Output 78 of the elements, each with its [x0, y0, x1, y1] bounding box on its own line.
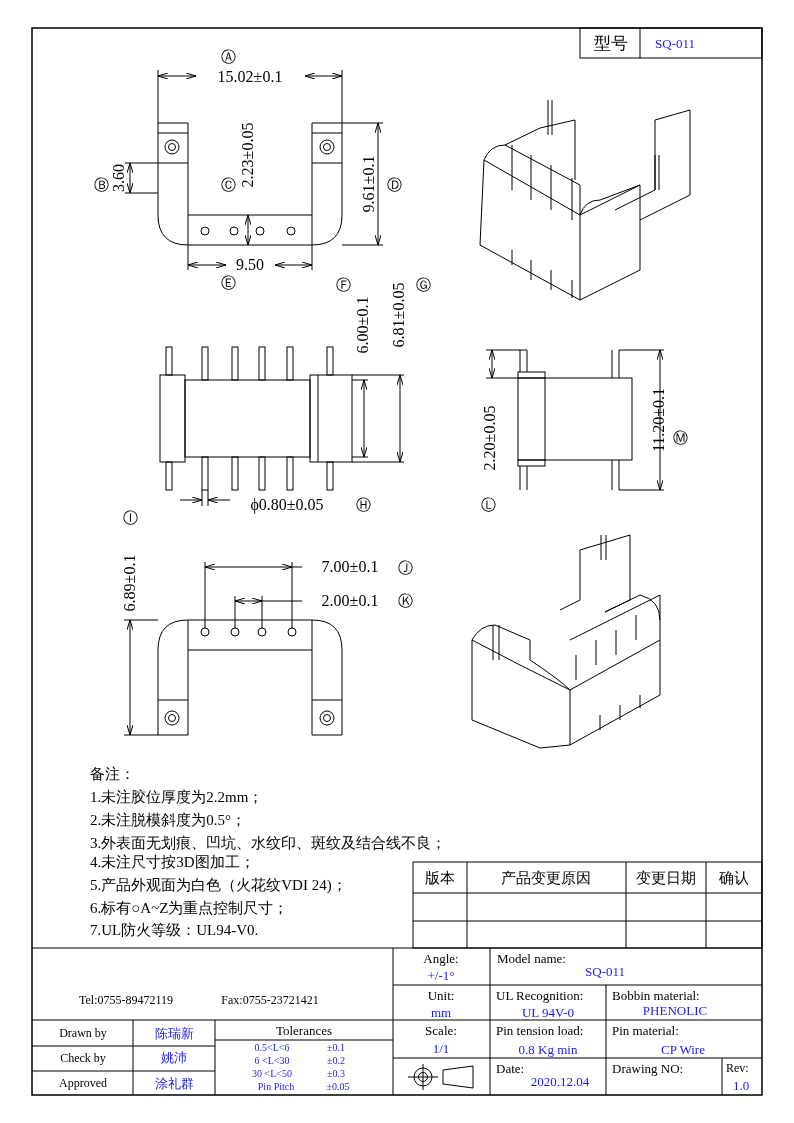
note-heading: 备注：	[90, 766, 135, 782]
dimension-value: ϕ0.80±0.05	[250, 497, 324, 513]
tolerance-range: 6 <L<30	[254, 1056, 290, 1066]
callout-letter: Ⓖ	[415, 277, 431, 293]
dimension-value: 11.20±0.1	[651, 387, 667, 453]
note-text: 5.产品外观面为白色（火花纹VDI 24)；	[90, 877, 347, 893]
dimension-value: 9.61±0.1	[361, 155, 377, 213]
field-label: Angle:	[423, 951, 459, 965]
note-text: 2.未注脱模斜度为0.5°；	[90, 812, 246, 828]
field-value: 2020.12.04	[530, 1074, 590, 1088]
dimension-value: 6.81±0.05	[391, 282, 407, 348]
note-text: 1.未注胶位厚度为2.2mm；	[90, 789, 264, 805]
callout-letter: Ⓜ	[672, 430, 688, 446]
tolerance-range: 0.5<L<6	[254, 1043, 290, 1053]
field-label: Date:	[496, 1061, 525, 1075]
field-label: Model name:	[497, 951, 566, 965]
dimension-value: 6.89±0.1	[122, 554, 138, 612]
tolerance-range: 30 <L<50	[252, 1069, 292, 1079]
note-text: 4.未注尺寸按3D图加工；	[90, 854, 255, 870]
dimension-value: 2.20±0.05	[482, 405, 498, 471]
callout-letter: Ⓒ	[220, 177, 236, 193]
callout-letter: Ⓑ	[93, 177, 109, 193]
field-value: 0.8 Kg min	[518, 1042, 578, 1056]
field-label: Check by	[60, 1052, 106, 1064]
field-label: Drawn by	[59, 1027, 107, 1039]
field-label: Pin material:	[612, 1023, 679, 1037]
callout-letter: Ⓐ	[220, 49, 236, 65]
dimension-value: 15.02±0.1	[217, 69, 283, 85]
field-value: 1/1	[432, 1041, 450, 1055]
dimension-value: 9.50	[236, 257, 264, 273]
field-value: mm	[430, 1005, 452, 1019]
callout-letter: Ⓚ	[397, 593, 413, 609]
field-label: Scale:	[425, 1023, 457, 1037]
field-value: 1.0	[732, 1078, 750, 1092]
callout-letter: Ⓗ	[355, 497, 371, 513]
contact-text: Fax:0755-23721421	[221, 994, 319, 1006]
dimension-value: 2.23±0.05	[240, 122, 256, 188]
column-header: 变更日期	[636, 870, 696, 886]
callout-letter: Ⓔ	[220, 275, 236, 291]
column-header: 产品变更原因	[501, 870, 591, 886]
field-value: UL 94V-0	[521, 1005, 575, 1019]
tolerance-value: ±0.3	[327, 1069, 345, 1079]
field-value: CP Wire	[661, 1042, 705, 1056]
callout-letter: Ⓙ	[397, 560, 413, 576]
field-label: 型号	[594, 34, 628, 52]
field-label: Bobbin material:	[612, 988, 700, 1002]
field-label: Pin tension load:	[496, 1023, 584, 1037]
column-header: 确认	[719, 870, 749, 886]
signature-name: 涂礼群	[154, 1076, 194, 1090]
field-label: Drawing NO:	[612, 1061, 684, 1075]
callout-letter: Ⓓ	[386, 177, 402, 193]
tolerance-value: ±0.1	[327, 1043, 345, 1053]
dimension-value: 7.00±0.1	[321, 559, 379, 575]
tolerance-range: Pin Pitch	[257, 1082, 295, 1092]
dimension-value: 3.60	[111, 164, 127, 192]
field-label: Approved	[59, 1077, 107, 1089]
callout-letter: Ⓘ	[122, 510, 138, 526]
field-value: +/-1°	[427, 968, 455, 982]
column-header: 版本	[425, 870, 455, 886]
dimension-value: 2.00±0.1	[321, 593, 379, 609]
callout-letter: Ⓛ	[480, 497, 496, 513]
table-header: Tolerances	[275, 1023, 333, 1037]
tolerance-value: ±0.05	[326, 1082, 350, 1092]
model-number: SQ-011	[585, 964, 625, 978]
callout-letter: Ⓕ	[335, 277, 351, 293]
note-text: 7.UL防火等级：UL94-V0.	[90, 922, 259, 938]
signature-name: 陈瑞新	[154, 1026, 194, 1040]
field-label: UL Recognition:	[496, 988, 584, 1002]
tolerance-value: ±0.2	[327, 1056, 345, 1066]
field-label: Rev:	[726, 1062, 749, 1074]
note-text: 6.标有○A~Z为重点控制尺寸；	[90, 900, 289, 916]
signature-name: 姚沛	[161, 1050, 187, 1064]
dimension-value: 6.00±0.1	[355, 296, 371, 354]
field-label: Unit:	[427, 988, 455, 1002]
contact-text: Tel:0755-89472119	[79, 994, 173, 1006]
note-text: 3.外表面无划痕、凹坑、水纹印、斑纹及结合线不良；	[90, 835, 447, 851]
field-value: PHENOLIC	[642, 1003, 708, 1017]
model-number: SQ-011	[655, 36, 695, 50]
